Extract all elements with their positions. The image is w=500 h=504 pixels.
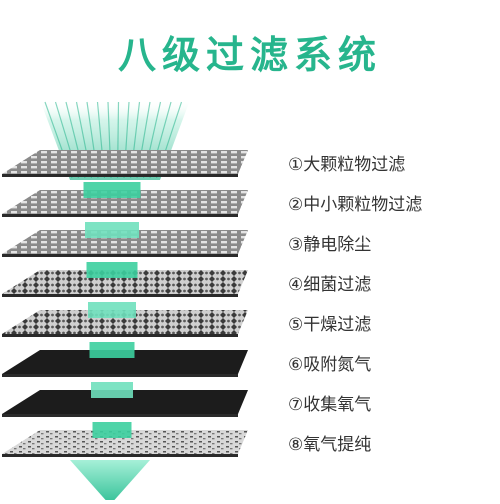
down-arrow-icon xyxy=(70,460,150,504)
airflow-column xyxy=(86,262,138,278)
filter-layer-sheet xyxy=(2,230,248,254)
filter-layer xyxy=(2,422,248,457)
airflow-column xyxy=(88,302,136,318)
airflow-column xyxy=(91,382,133,398)
filter-layer-edge xyxy=(2,334,238,337)
filter-stage-label: ⑤干燥过滤 xyxy=(288,315,372,335)
filter-layer-edge xyxy=(2,374,238,377)
filter-stage-label: ②中小颗粒物过滤 xyxy=(288,195,423,215)
airflow-column xyxy=(85,222,139,238)
airflow-column xyxy=(92,422,132,438)
filter-stage-label: ③静电除尘 xyxy=(288,235,372,255)
filter-layer xyxy=(2,182,248,217)
airflow-column xyxy=(83,182,141,198)
filter-layer-edge xyxy=(2,214,238,217)
filter-layer-sheet xyxy=(2,270,248,294)
filter-layer xyxy=(2,342,248,377)
filter-layer xyxy=(2,150,248,177)
filter-layer-sheet xyxy=(2,350,248,374)
filter-layer-sheet xyxy=(2,390,248,414)
filter-layer xyxy=(2,302,248,337)
filter-layer-edge xyxy=(2,414,238,417)
filter-layer-sheet xyxy=(2,430,248,454)
filter-stage-label: ①大颗粒物过滤 xyxy=(288,155,406,175)
filter-stage-label: ④细菌过滤 xyxy=(288,275,372,295)
filter-stack-illustration xyxy=(0,90,270,504)
filter-stage-label: ⑥吸附氮气 xyxy=(288,355,372,375)
filter-stage-label: ⑧氧气提纯 xyxy=(288,435,372,455)
filter-layers-graphic xyxy=(2,100,248,504)
filter-layer-sheet xyxy=(2,190,248,214)
airflow-column xyxy=(89,342,135,358)
filter-stage-label: ⑦收集氧气 xyxy=(288,395,372,415)
filter-layer xyxy=(2,382,248,417)
filter-layer xyxy=(2,262,248,297)
filter-layer xyxy=(2,222,248,257)
filter-layer-edge xyxy=(2,254,238,257)
filter-stage-list: ①大颗粒物过滤 ②中小颗粒物过滤 ③静电除尘 ④细菌过滤 ⑤干燥过滤 ⑥吸附氮气 ⑦收集氧气… xyxy=(288,0,500,500)
filter-layer-sheet xyxy=(2,310,248,334)
filter-layer-edge xyxy=(2,294,238,297)
filter-layer-sheet xyxy=(2,150,248,174)
filter-layer-edge xyxy=(2,454,238,457)
page-title: 八级过滤系统 xyxy=(117,33,382,77)
filter-layer-edge xyxy=(2,174,238,177)
